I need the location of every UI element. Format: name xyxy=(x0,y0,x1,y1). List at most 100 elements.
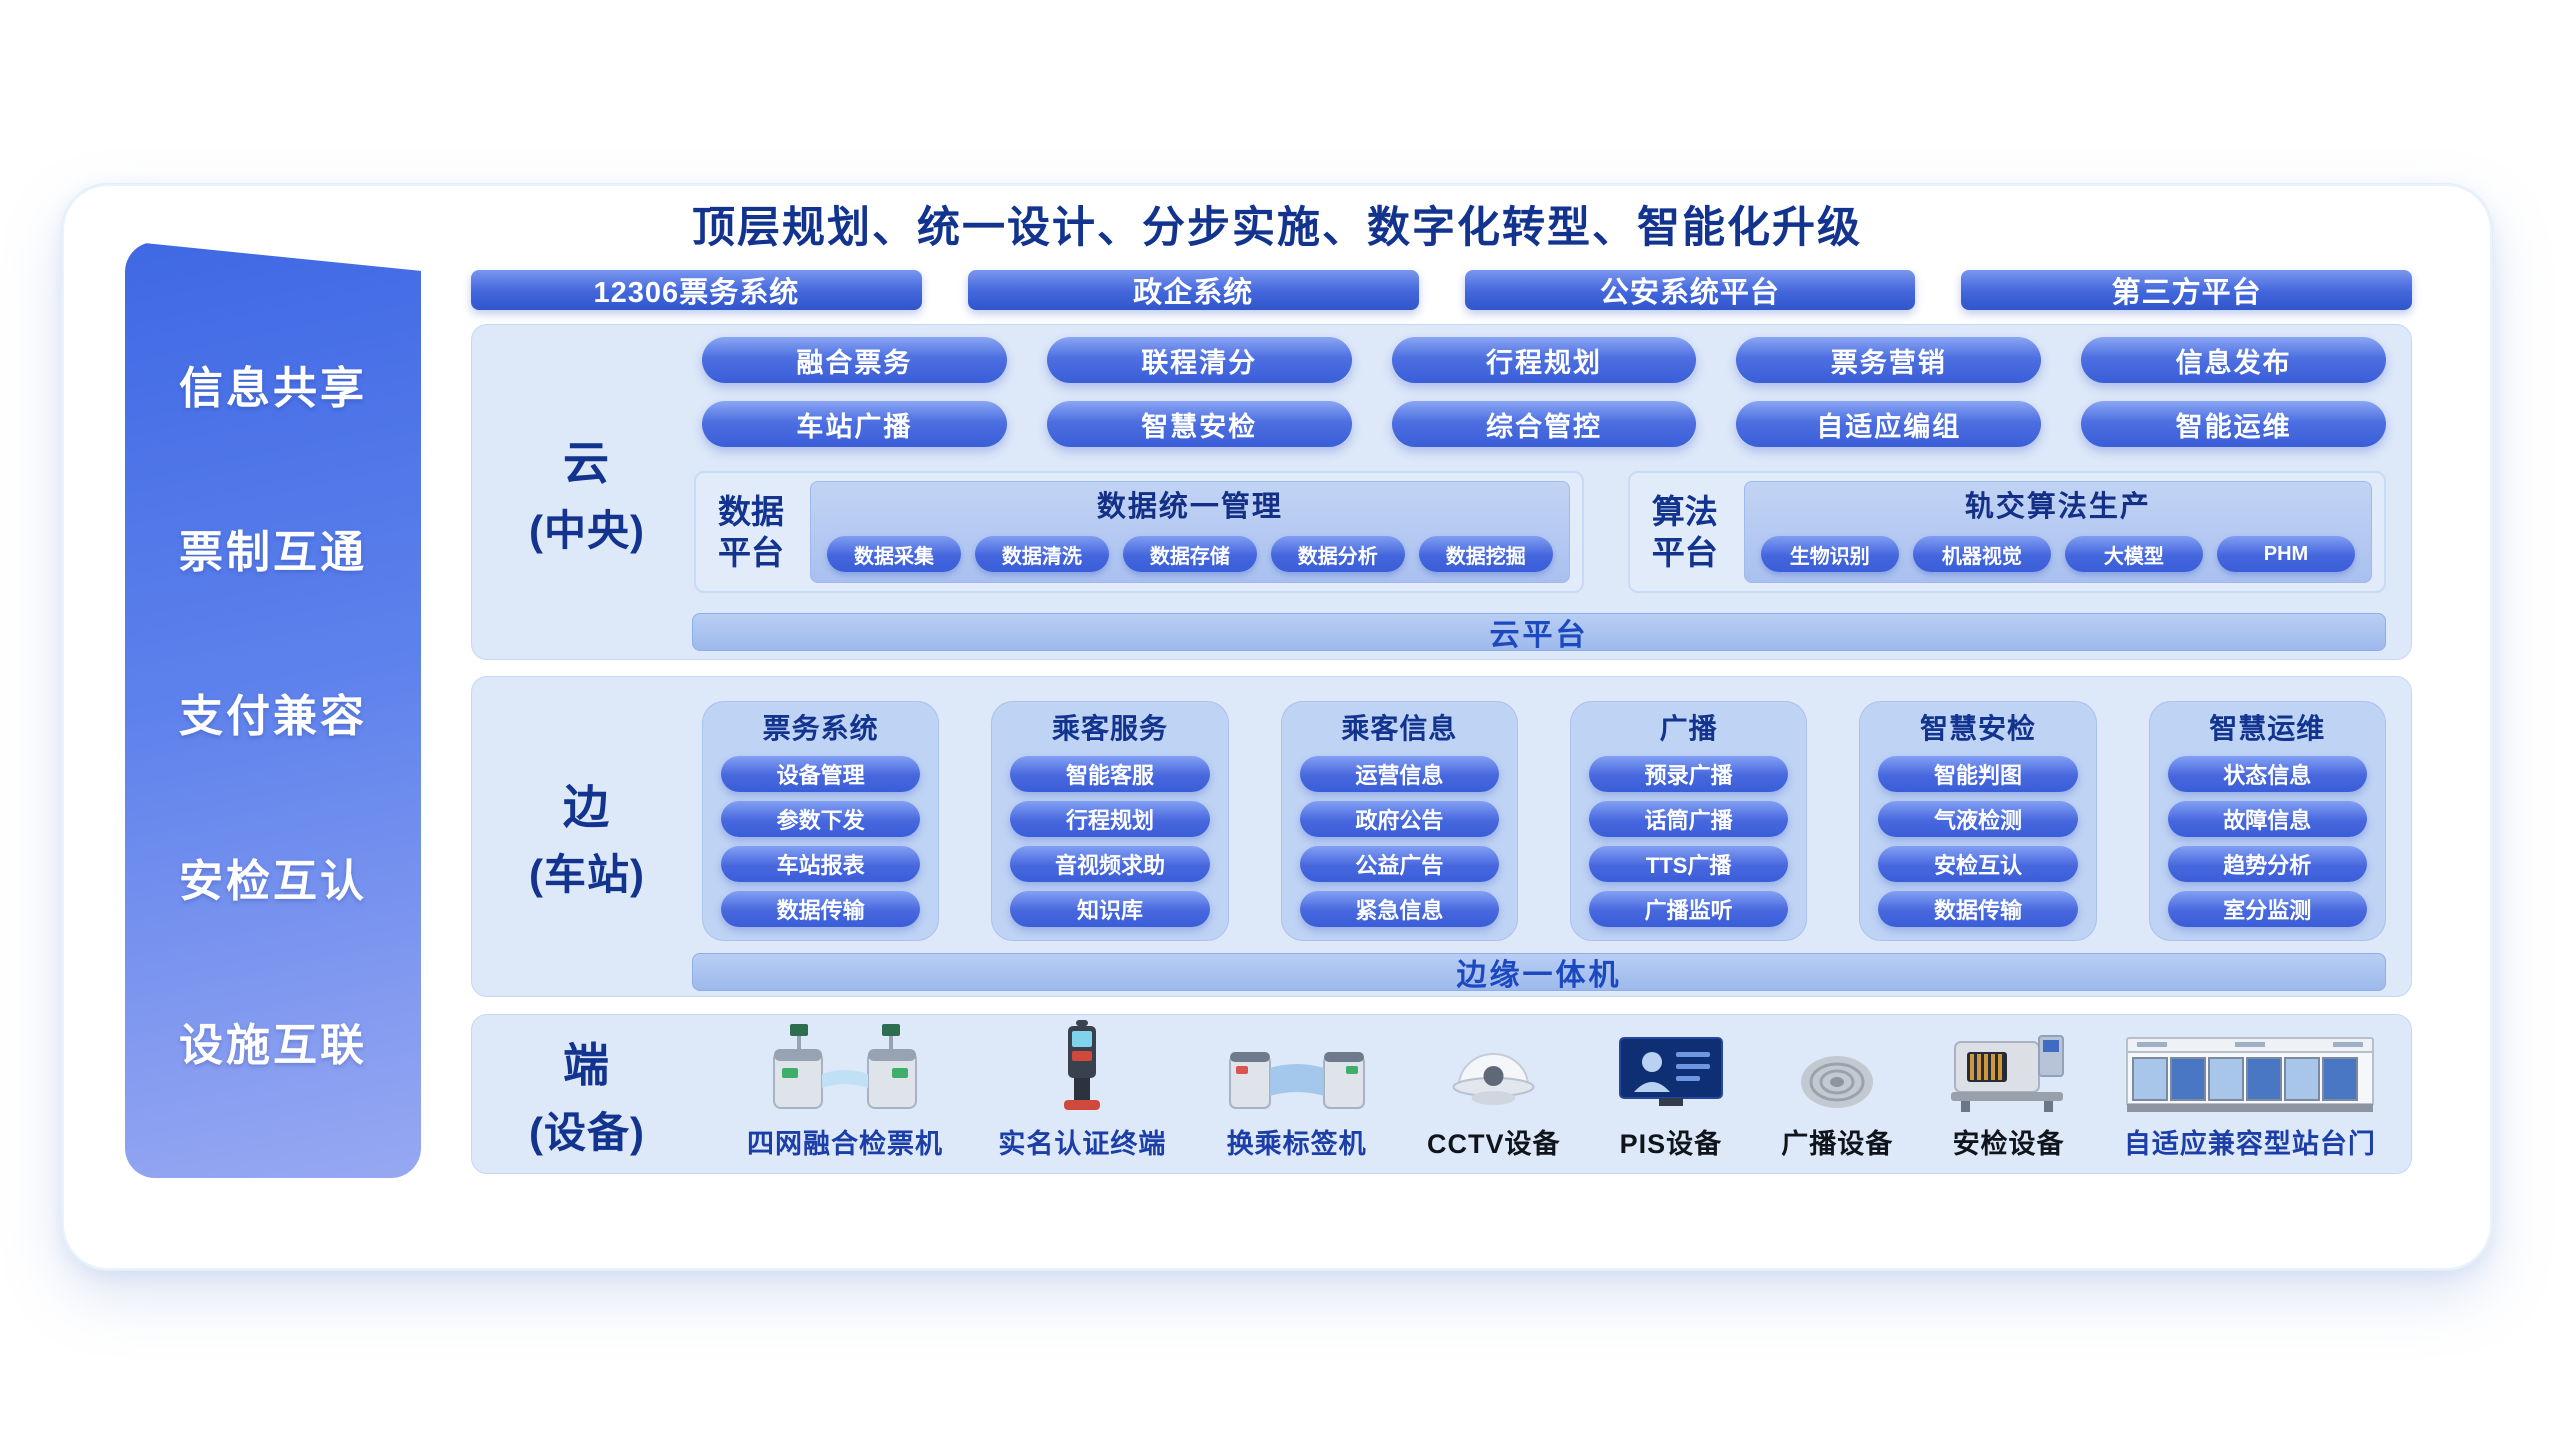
edge-layer: 边 (车站) 票务系统 设备管理 参数下发 车站报表 数据传输 乘客服务 xyxy=(471,676,2412,997)
edge-item: 安检互认 xyxy=(1878,846,2078,882)
cloud-pill-smart-security: 智慧安检 xyxy=(1046,401,1352,447)
device-label: 安检设备 xyxy=(1952,1129,2065,1159)
edge-column-title: 广播 xyxy=(1659,713,1718,744)
data-management-items: 数据采集 数据清洗 数据存储 数据分析 数据挖掘 xyxy=(827,536,1553,572)
edge-item: 智能判图 xyxy=(1878,756,2078,792)
device-label: PIS设备 xyxy=(1619,1129,1723,1159)
transfer-gate-icon xyxy=(1222,1022,1372,1114)
device-speaker: 广播设备 xyxy=(1781,1044,1893,1161)
cloud-layer: 云 (中央) 融合票务 联程清分 行程规划 票务营销 信息发布 车站广播 智慧安… xyxy=(471,324,2412,660)
device-label: 四网融合检票机 xyxy=(747,1129,943,1159)
edge-layer-label-main: 边 xyxy=(563,781,611,833)
edge-column-title: 票务系统 xyxy=(762,713,879,744)
edge-layer-label-sub: (车站) xyxy=(529,851,645,898)
cloud-layer-label-main: 云 xyxy=(563,436,611,489)
algo-production-panel: 轨交算法生产 生物识别 机器视觉 大模型 PHM xyxy=(1743,481,2372,583)
device-layer-label-main: 端 xyxy=(563,1038,611,1091)
edge-item: 行程规划 xyxy=(1010,801,1210,837)
edge-item: 车站报表 xyxy=(721,846,921,882)
cloud-pill-station-broadcast: 车站广播 xyxy=(702,401,1007,447)
edge-column-smart-ops: 智慧运维 状态信息 故障信息 趋势分析 室分监测 xyxy=(2148,701,2386,941)
algo-platform-label-line2: 平台 xyxy=(1651,534,1718,571)
edge-column-broadcast: 广播 预录广播 话筒广播 TTS广播 广播监听 xyxy=(1569,701,1808,941)
device-layer-label-sub: (设备) xyxy=(529,1108,645,1156)
algo-production-items: 生物识别 机器视觉 大模型 PHM xyxy=(1760,536,2356,572)
edge-item: 状态信息 xyxy=(2167,756,2367,792)
cloud-pill-row-2: 车站广播 智慧安检 综合管控 自适应编组 智能运维 xyxy=(702,401,2386,447)
speaker-icon xyxy=(1792,1044,1882,1114)
cloud-pill-trip-planning: 行程规划 xyxy=(1391,337,1697,383)
algo-platform-group: 算法 平台 轨交算法生产 生物识别 机器视觉 大模型 PHM xyxy=(1627,471,2386,593)
algo-platform-label: 算法 平台 xyxy=(1642,481,1728,583)
algo-production-title: 轨交算法生产 xyxy=(1964,491,2151,523)
external-system-third-party: 第三方平台 xyxy=(1961,270,2412,310)
cloud-pill-adaptive-grouping: 自适应编组 xyxy=(1736,401,2042,447)
sidebar-item-ticket-interop: 票制互通 xyxy=(179,528,367,578)
edge-item: TTS广播 xyxy=(1588,846,1789,882)
fare-gate-icon xyxy=(760,1022,930,1114)
edge-item: 政府公告 xyxy=(1299,801,1499,837)
main-card: 顶层规划、统一设计、分步实施、数字化转型、智能化升级 信息共享 票制互通 支付兼… xyxy=(62,184,2492,1270)
device-label: 广播设备 xyxy=(1781,1129,1894,1159)
edge-item: 气液检测 xyxy=(1878,801,2078,837)
algo-item-large-model: 大模型 xyxy=(2064,536,2203,572)
edge-column-title: 乘客信息 xyxy=(1341,713,1458,744)
cloud-layer-label: 云 (中央) xyxy=(472,325,702,659)
cloud-pill-info-publishing: 信息发布 xyxy=(2081,337,2386,383)
device-pis: PIS设备 xyxy=(1616,1034,1726,1161)
edge-item: 音视频求助 xyxy=(1010,846,1210,882)
external-system-12306: 12306票务系统 xyxy=(471,270,922,310)
external-systems-row: 12306票务系统 政企系统 公安系统平台 第三方平台 xyxy=(471,270,2412,310)
device-identity-kiosk: 实名认证终端 xyxy=(998,1018,1166,1161)
external-system-gov-enterprise: 政企系统 xyxy=(967,270,1419,310)
data-platform-label-line1: 数据 xyxy=(718,492,784,530)
data-platform-label: 数据 平台 xyxy=(708,481,794,583)
pis-screen-icon xyxy=(1616,1034,1726,1114)
edge-column-smart-security: 智慧安检 智能判图 气液检测 安检互认 数据传输 xyxy=(1859,701,2097,941)
xray-scanner-icon xyxy=(1949,1026,2069,1114)
sidebar-item-facility-interconnect: 设施互联 xyxy=(179,1020,367,1070)
data-item-clean: 数据清洗 xyxy=(974,536,1109,572)
sidebar-item-payment-compat: 支付兼容 xyxy=(179,692,367,742)
device-label: 实名认证终端 xyxy=(998,1129,1167,1159)
edge-item: 公益广告 xyxy=(1299,846,1499,882)
cloud-pill-integrated-control: 综合管控 xyxy=(1391,401,1697,447)
edge-item: 话筒广播 xyxy=(1588,801,1789,837)
algo-item-biometric: 生物识别 xyxy=(1760,536,1899,572)
device-layer-body: 四网融合检票机 xyxy=(702,1015,2386,1173)
edge-column-title: 智慧安检 xyxy=(1919,713,2036,744)
sidebar-item-security-mutual: 安检互认 xyxy=(179,856,367,906)
page-title: 顶层规划、统一设计、分步实施、数字化转型、智能化升级 xyxy=(692,204,1862,252)
edge-item: 广播监听 xyxy=(1588,891,1789,927)
edge-column-title: 乘客服务 xyxy=(1051,713,1168,744)
data-item-collect: 数据采集 xyxy=(827,536,961,572)
edge-item: 预录广播 xyxy=(1588,756,1789,792)
edge-layer-label: 边 (车站) xyxy=(472,677,702,996)
data-platform-label-line2: 平台 xyxy=(718,534,784,571)
cctv-camera-icon xyxy=(1446,1036,1541,1114)
cloud-layer-label-sub: (中央) xyxy=(529,506,645,554)
device-fare-gate: 四网融合检票机 xyxy=(747,1022,943,1161)
device-transfer-gate: 换乘标签机 xyxy=(1222,1022,1372,1161)
edge-columns-row: 票务系统 设备管理 参数下发 车站报表 数据传输 乘客服务 智能客服 行程规划 … xyxy=(702,701,2386,941)
algo-item-machine-vision: 机器视觉 xyxy=(1912,536,2051,572)
device-platform-door: 自适应兼容型站台门 xyxy=(2124,1034,2376,1161)
edge-item: 故障信息 xyxy=(2167,801,2367,837)
edge-column-title: 智慧运维 xyxy=(2209,713,2326,744)
cloud-pill-fused-ticketing: 融合票务 xyxy=(702,337,1007,383)
edge-item: 智能客服 xyxy=(1010,756,1210,792)
cloud-layer-body: 融合票务 联程清分 行程规划 票务营销 信息发布 车站广播 智慧安检 综合管控 … xyxy=(692,325,2386,659)
data-item-analyze: 数据分析 xyxy=(1270,536,1405,572)
sidebar: 信息共享 票制互通 支付兼容 安检互认 设施互联 xyxy=(125,242,421,1178)
data-platform-group: 数据 平台 数据统一管理 数据采集 数据清洗 数据存储 数据分析 xyxy=(694,471,1584,593)
data-management-panel: 数据统一管理 数据采集 数据清洗 数据存储 数据分析 数据挖掘 xyxy=(810,481,1570,583)
device-cctv: CCTV设备 xyxy=(1427,1036,1561,1161)
edge-item: 运营信息 xyxy=(1299,756,1499,792)
device-xray: 安检设备 xyxy=(1949,1026,2069,1161)
device-layer-label: 端 (设备) xyxy=(472,1015,702,1173)
edge-column-passenger-service: 乘客服务 智能客服 行程规划 音视频求助 知识库 xyxy=(991,701,1229,941)
cloud-pill-ticket-marketing: 票务营销 xyxy=(1736,337,2042,383)
edge-all-in-one-footer-bar: 边缘一体机 xyxy=(692,953,2386,992)
edge-item: 知识库 xyxy=(1010,891,1210,927)
identity-kiosk-icon xyxy=(1050,1018,1114,1114)
